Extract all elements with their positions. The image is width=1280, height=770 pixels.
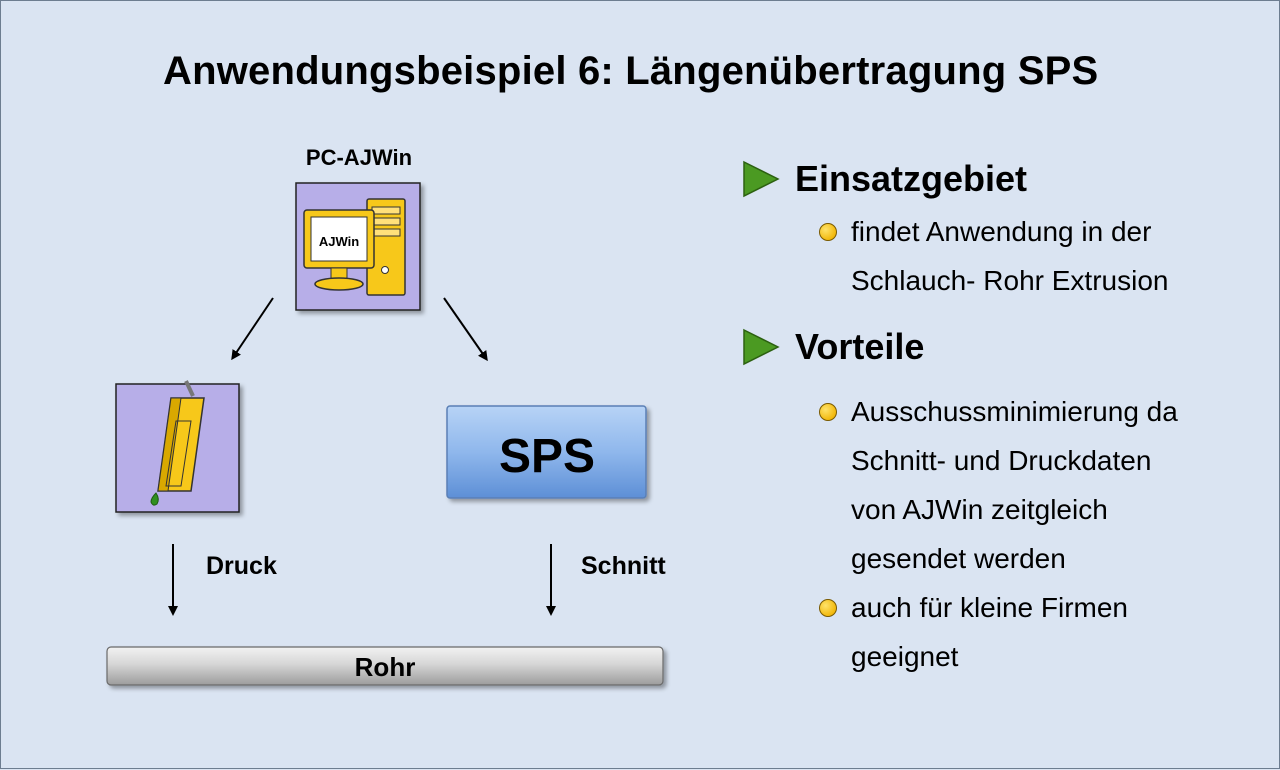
item-line: Ausschussminimierung da [851,396,1178,427]
rohr-label: Rohr [355,652,416,682]
sps-box: SPS [446,405,647,499]
bullet-list: Einsatzgebiet findet Anwendung in der Sc… [741,151,1261,681]
item-line: von AJWin zeitgleich [851,494,1108,525]
schnitt-label: Schnitt [581,552,666,580]
item-line: findet Anwendung in der [851,216,1152,247]
yellow-dot-icon [819,599,837,617]
section-heading: Vorteile [795,326,925,367]
item-line: Schlauch- Rohr Extrusion [851,265,1169,296]
section-items: Ausschussminimierung da Schnitt- und Dru… [741,387,1261,681]
list-item: Ausschussminimierung da Schnitt- und Dru… [819,387,1261,583]
arrow-to-printer [231,297,274,361]
pc-computer-icon: AJWin [295,182,421,311]
section-vorteile: Vorteile Ausschussminimierung da Schnitt… [741,319,1261,681]
rohr-bar: Rohr [106,646,664,686]
slide-title: Anwendungsbeispiel 6: Längenübertragung … [163,49,1099,93]
section-heading-row: Einsatzgebiet [741,151,1261,207]
pc-label: PC-AJWin [306,145,412,170]
diagram: PC-AJWin AJWin [106,145,666,686]
green-triangle-icon [741,159,781,199]
item-line: geeignet [851,641,959,672]
item-line: gesendet werden [851,543,1066,574]
arrow-to-sps [443,297,488,362]
list-item: findet Anwendung in der Schlauch- Rohr E… [819,207,1261,305]
item-line: Schnitt- und Druckdaten [851,445,1152,476]
section-heading: Einsatzgebiet [795,158,1028,199]
section-einsatzgebiet: Einsatzgebiet findet Anwendung in der Sc… [741,151,1261,319]
list-item: auch für kleine Firmen geeignet [819,583,1261,681]
section-items: findet Anwendung in der Schlauch- Rohr E… [741,207,1261,305]
item-line: auch für kleine Firmen [851,592,1129,623]
sps-label: SPS [499,430,595,483]
yellow-dot-icon [819,223,837,241]
section-heading-row: Vorteile [741,319,1261,375]
green-triangle-icon [741,327,781,367]
druck-label: Druck [206,552,277,580]
monitor-text: AJWin [319,234,359,249]
yellow-dot-icon [819,403,837,421]
printer-icon [115,380,240,513]
